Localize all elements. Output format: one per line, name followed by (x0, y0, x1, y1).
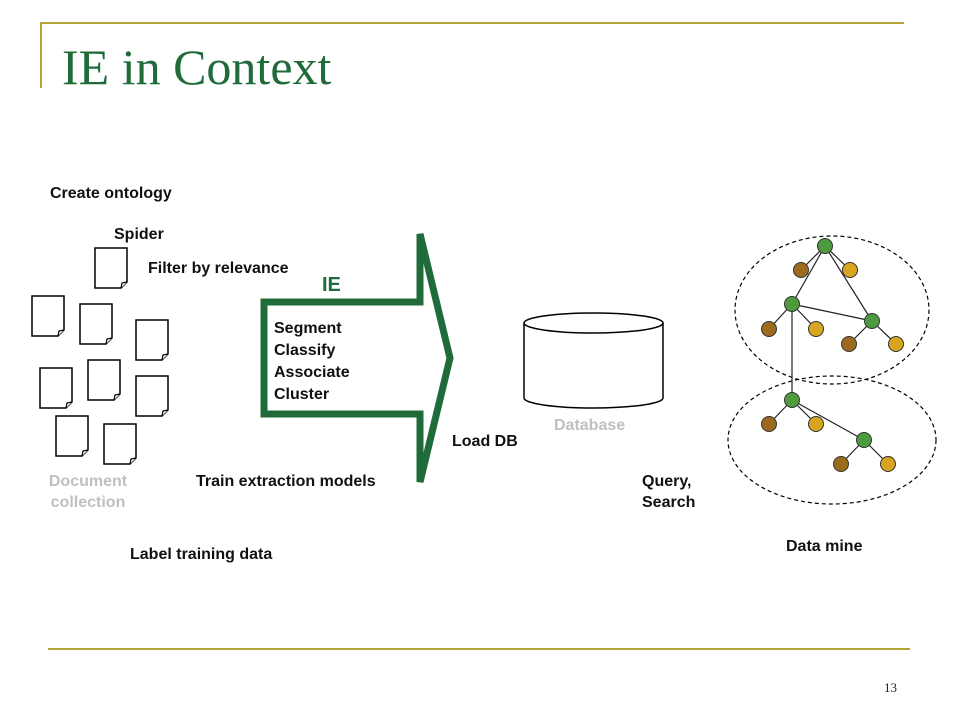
graph-node-icon (817, 238, 833, 254)
document-icon (135, 319, 169, 361)
bottom-rule (48, 648, 910, 650)
arrow-icon (260, 233, 454, 483)
graph-node-icon (793, 262, 809, 278)
query-search-label: Query, Search (642, 473, 696, 511)
train-extraction-models-label: Train extraction models (196, 473, 376, 490)
cluster-outline (727, 375, 937, 505)
load-db-label: Load DB (452, 433, 518, 450)
ie-steps-list: Segment Classify Associate Cluster (274, 318, 350, 406)
ie-step-segment: Segment (274, 320, 342, 337)
graph-node-icon (888, 336, 904, 352)
graph-node-icon (856, 432, 872, 448)
document-icon (31, 295, 65, 337)
spider-label: Spider (114, 226, 164, 243)
left-rule (40, 22, 42, 88)
document-icon (87, 359, 121, 401)
graph-node-icon (761, 321, 777, 337)
create-ontology-label: Create ontology (50, 185, 172, 202)
document-icon (94, 247, 128, 289)
graph-node-icon (784, 296, 800, 312)
document-icon (39, 367, 73, 409)
graph-node-icon (864, 313, 880, 329)
database-label: Database (554, 417, 626, 434)
tree-edges (768, 245, 897, 465)
label-training-data-label: Label training data (130, 546, 273, 563)
document-collection-label: Document collection (48, 473, 128, 511)
ie-step-cluster: Cluster (274, 386, 330, 403)
graph-node-icon (761, 416, 777, 432)
slide-title: IE in Context (62, 39, 332, 95)
graph-node-icon (808, 321, 824, 337)
database-cylinder-icon (523, 312, 664, 409)
filter-by-relevance-label: Filter by relevance (148, 260, 289, 277)
cluster-outline (734, 235, 930, 385)
document-icon (55, 415, 89, 457)
graph-node-icon (808, 416, 824, 432)
graph-node-icon (842, 262, 858, 278)
ie-label: IE (322, 274, 341, 296)
graph-node-icon (841, 336, 857, 352)
ie-step-associate: Associate (274, 364, 350, 381)
graph-node-icon (880, 456, 896, 472)
graph-node-icon (784, 392, 800, 408)
ie-step-classify: Classify (274, 342, 336, 359)
data-mine-label: Data mine (786, 538, 863, 555)
document-icon (79, 303, 113, 345)
document-icon (103, 423, 137, 465)
graph-node-icon (833, 456, 849, 472)
document-icon (135, 375, 169, 417)
top-rule (40, 22, 904, 24)
page-number: 13 (884, 680, 897, 695)
